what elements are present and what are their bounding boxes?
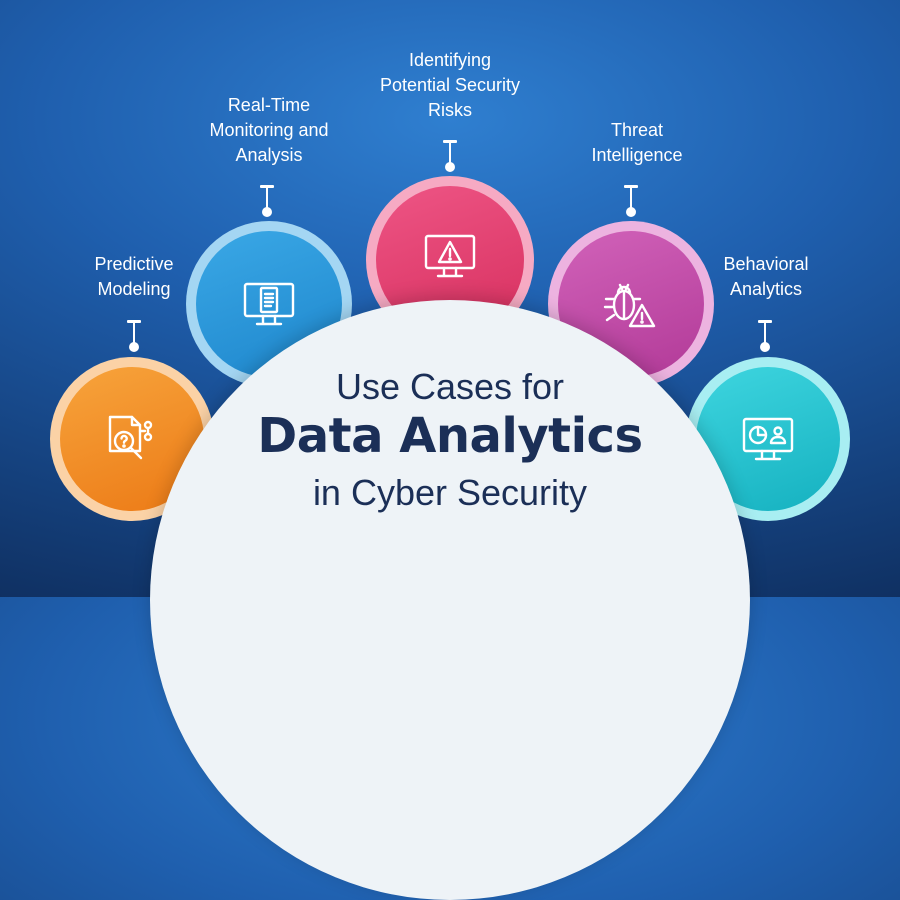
connector-pin bbox=[758, 320, 772, 352]
label-identifying-risks: Identifying Potential Security Risks bbox=[360, 48, 540, 123]
label-line: Behavioral bbox=[723, 254, 809, 274]
connector-pin bbox=[127, 320, 141, 352]
label-line: Potential Security bbox=[379, 75, 521, 95]
monitor-analytics-icon bbox=[742, 417, 794, 461]
label-line: Risks bbox=[428, 100, 472, 120]
document-question-magnifier-icon bbox=[108, 415, 153, 460]
connector-pin bbox=[443, 140, 457, 172]
title-line-3: in Cyber Security bbox=[312, 472, 588, 513]
connector-pin bbox=[624, 185, 638, 217]
title-line-2: Data Analytics bbox=[257, 408, 643, 464]
label-line: Real-Time bbox=[227, 95, 311, 115]
monitor-warning-icon bbox=[424, 234, 476, 278]
predictive-modeling-circle bbox=[50, 357, 214, 521]
title-line-1: Use Cases for bbox=[335, 366, 565, 407]
bug-warning-icon bbox=[603, 283, 656, 328]
label-predictive-modeling: Predictive Modeling bbox=[74, 252, 194, 302]
label-line: Intelligence bbox=[591, 145, 683, 165]
label-behavioral-analytics: Behavioral Analytics bbox=[706, 252, 826, 302]
monitor-document-icon bbox=[243, 282, 295, 326]
label-line: Predictive bbox=[94, 254, 174, 274]
connector-pin bbox=[260, 185, 274, 217]
label-line: Threat bbox=[610, 120, 664, 140]
label-line: Analytics bbox=[729, 279, 803, 299]
label-real-time-monitoring: Real-Time Monitoring and Analysis bbox=[194, 93, 344, 168]
label-threat-intelligence: Threat Intelligence bbox=[572, 118, 702, 168]
label-line: Monitoring and bbox=[209, 120, 329, 140]
label-line: Identifying bbox=[408, 50, 492, 70]
label-line: Analysis bbox=[235, 145, 303, 165]
label-line: Modeling bbox=[97, 279, 171, 299]
